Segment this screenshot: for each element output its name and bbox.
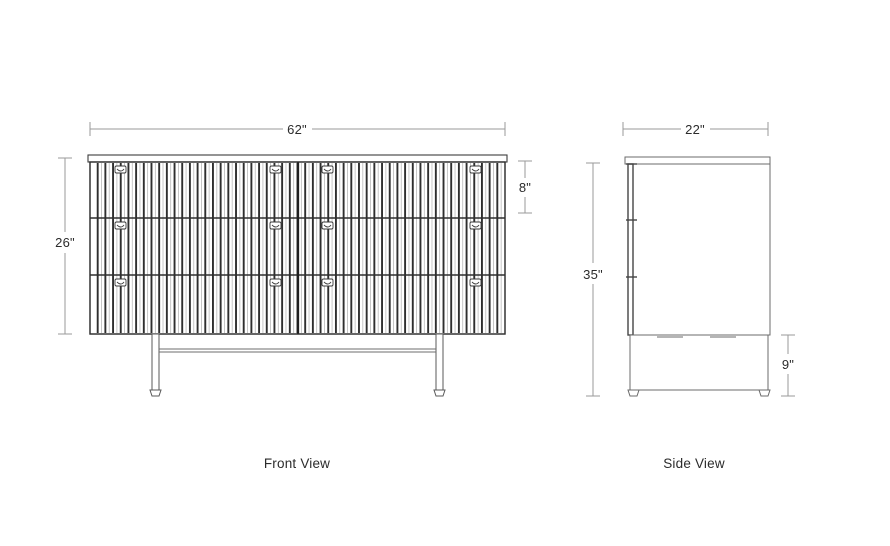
drawer-pull[interactable]: [269, 221, 282, 230]
side-foot-left: [627, 389, 640, 397]
front-width-dimension: 62": [89, 122, 506, 137]
front-drawer-height-label: 8": [519, 180, 531, 195]
side-depth-dimension: 22": [622, 122, 769, 137]
front-height-dimension: 26": [55, 157, 75, 335]
drawer-pull[interactable]: [269, 165, 282, 174]
side-depth-label: 22": [685, 122, 705, 137]
drawer-pull[interactable]: [469, 278, 482, 287]
drawer-pull[interactable]: [269, 278, 282, 287]
drawer-pull[interactable]: [321, 165, 334, 174]
front-height-label: 26": [55, 235, 75, 250]
drawer-pull[interactable]: [321, 221, 334, 230]
front-foot-left: [149, 389, 162, 397]
drawer-pull[interactable]: [469, 221, 482, 230]
front-leg-left: [151, 333, 160, 391]
front-top-panel: [87, 154, 508, 163]
drawer-pull[interactable]: [321, 278, 334, 287]
side-height-dimension: 35": [583, 162, 603, 397]
side-leg-height-dimension: 9": [781, 334, 795, 397]
side-top-panel: [624, 156, 771, 165]
drawer-pull[interactable]: [114, 278, 127, 287]
side-leg-height-label: 9": [782, 357, 794, 372]
side-view-label: Side View: [663, 456, 725, 471]
side-foot-right: [758, 389, 771, 397]
front-drawer-pulls: [114, 165, 482, 287]
drawer-pull[interactable]: [114, 221, 127, 230]
front-foot-right: [433, 389, 446, 397]
front-slat-pattern: [96, 163, 502, 333]
side-base-panel: [629, 334, 769, 391]
side-drawer-dividers: [626, 163, 637, 278]
drawer-pull[interactable]: [469, 165, 482, 174]
front-cabinet-frame: [89, 161, 506, 335]
side-height-label: 35": [583, 267, 603, 282]
front-drawer-height-dimension: 8": [518, 160, 532, 214]
front-width-label: 62": [287, 122, 307, 137]
front-view-group: 62" 26" 8": [55, 122, 532, 471]
front-leg-right: [435, 333, 444, 391]
side-view-group: 22" 35" 9": [583, 122, 795, 471]
drawer-pull[interactable]: [114, 165, 127, 174]
side-cabinet-body: [627, 163, 771, 336]
front-view-label: Front View: [264, 456, 330, 471]
